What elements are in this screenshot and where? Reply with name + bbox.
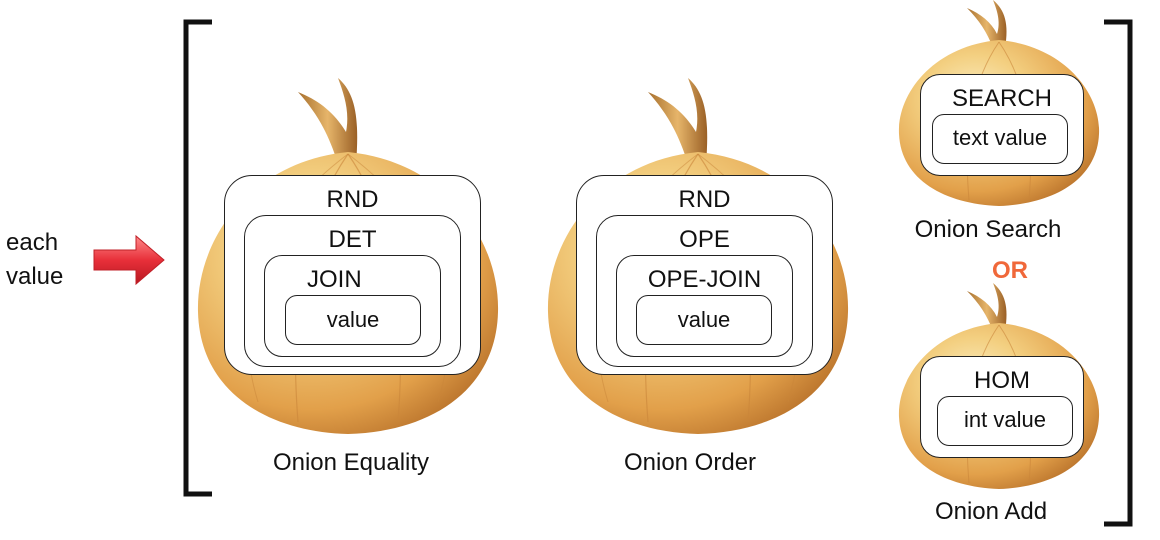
layer-label: JOIN (307, 266, 362, 293)
layer-label: OPE (679, 226, 730, 253)
input-label: each value (6, 226, 63, 294)
right-bracket (1104, 19, 1133, 527)
value-box: value (285, 295, 421, 345)
onion-caption: Onion Add (934, 498, 1048, 525)
onion-caption: Onion Search (914, 216, 1062, 243)
left-bracket (183, 19, 212, 497)
value-box: value (636, 295, 772, 345)
onion-caption: Onion Equality (272, 449, 430, 476)
value-label: value (677, 307, 731, 332)
or-text: OR (992, 257, 1028, 284)
text-value-box: text value (932, 114, 1068, 164)
layer-label: RND (678, 186, 731, 213)
value-label: text value (952, 125, 1048, 150)
layer-label: RND (326, 186, 379, 213)
input-label-line1: each (6, 229, 59, 256)
layer-label: OPE-JOIN (647, 266, 762, 293)
value-label: int value (964, 407, 1046, 432)
value-label: value (326, 307, 380, 332)
layer-label: SEARCH (951, 85, 1053, 112)
onion-caption: Onion Order (623, 449, 757, 476)
input-label-line2: value (6, 263, 64, 290)
int-value-box: int value (937, 396, 1073, 446)
layer-label: DET (328, 226, 377, 253)
right-arrow-icon (93, 234, 165, 286)
or-separator: OR (960, 257, 1060, 285)
layer-label: HOM (974, 367, 1030, 394)
